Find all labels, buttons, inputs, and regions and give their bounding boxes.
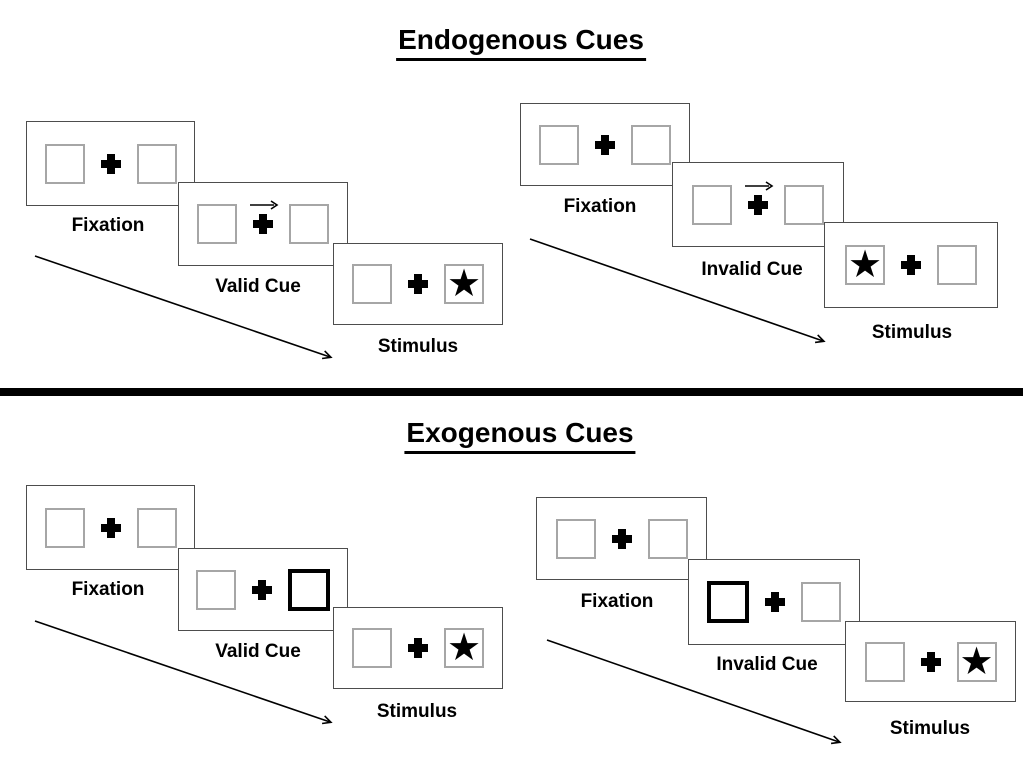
panel-label-stimulus: Stimulus xyxy=(377,336,459,357)
panel-label-stimulus: Stimulus xyxy=(889,718,971,739)
left-box xyxy=(352,264,392,304)
fixation-cross-icon xyxy=(408,638,428,658)
right-box xyxy=(136,143,177,184)
fixation-cross-icon xyxy=(745,180,774,215)
right-box-cue-highlight xyxy=(288,568,330,611)
target-star-icon: ★ xyxy=(446,625,482,669)
right-box xyxy=(631,124,671,165)
section-divider xyxy=(0,388,1023,396)
panel-label-invalid-cue: Invalid Cue xyxy=(716,654,818,675)
left-box-with-target: ★ xyxy=(845,245,885,285)
panel-label-fixation: Fixation xyxy=(580,591,654,612)
fixation-cross-icon xyxy=(901,255,921,275)
fixation-cross-icon xyxy=(611,528,632,549)
target-star-icon: ★ xyxy=(959,638,994,683)
fixation-cross-icon xyxy=(595,134,615,155)
right-box xyxy=(289,204,329,244)
panel-fixation xyxy=(26,485,195,570)
panel-fixation xyxy=(536,497,707,580)
target-star-icon: ★ xyxy=(446,261,482,305)
panel-label-valid-cue: Valid Cue xyxy=(215,641,301,662)
panel-stimulus: ★ xyxy=(824,222,998,308)
right-box xyxy=(937,245,977,285)
panel-invalid-cue xyxy=(672,162,844,247)
sequence-arrow-endogenous-invalid xyxy=(529,238,826,344)
panel-valid-cue xyxy=(178,182,348,266)
target-star-icon: ★ xyxy=(847,242,883,286)
cue-arrow-right-icon xyxy=(745,180,774,191)
panel-stimulus: ★ xyxy=(333,243,503,325)
left-box-cue-highlight xyxy=(707,581,749,623)
left-box xyxy=(555,518,596,559)
fixation-cross-icon xyxy=(252,579,272,600)
panel-label-valid-cue: Valid Cue xyxy=(215,276,301,297)
right-box-with-target: ★ xyxy=(444,264,484,304)
left-box xyxy=(44,507,85,548)
panel-fixation xyxy=(520,103,690,186)
fixation-cross-icon xyxy=(408,274,428,294)
section-title-endogenous: Endogenous Cues xyxy=(396,24,646,61)
right-box xyxy=(784,184,824,225)
panel-label-fixation: Fixation xyxy=(71,579,145,600)
right-box xyxy=(801,582,841,622)
panel-fixation xyxy=(26,121,195,206)
panel-label-fixation: Fixation xyxy=(563,196,637,217)
panel-invalid-cue xyxy=(688,559,860,645)
panel-label-invalid-cue: Invalid Cue xyxy=(701,259,803,280)
fixation-cross-icon xyxy=(100,517,121,538)
left-box xyxy=(44,143,85,184)
fixation-cross-icon xyxy=(100,153,121,174)
right-box xyxy=(136,507,177,548)
right-box xyxy=(647,518,688,559)
sequence-arrow-exogenous-invalid xyxy=(546,639,842,745)
sequence-arrow-exogenous-valid xyxy=(34,620,333,725)
section-title-exogenous: Exogenous Cues xyxy=(404,417,636,454)
cue-arrow-right-icon xyxy=(250,200,279,210)
panel-stimulus: ★ xyxy=(333,607,503,689)
fixation-cross-icon xyxy=(250,200,279,234)
left-box xyxy=(864,641,905,682)
left-box xyxy=(539,124,579,165)
panel-stimulus: ★ xyxy=(845,621,1016,702)
right-box-with-target: ★ xyxy=(956,638,997,683)
left-box xyxy=(196,569,236,610)
fixation-cross-icon xyxy=(920,651,941,672)
panel-label-stimulus: Stimulus xyxy=(871,322,953,343)
left-box xyxy=(352,628,392,668)
panel-valid-cue xyxy=(178,548,348,631)
sequence-arrow-endogenous-valid xyxy=(34,255,333,360)
right-box-with-target: ★ xyxy=(444,628,484,668)
left-box xyxy=(197,204,237,244)
panel-label-fixation: Fixation xyxy=(71,215,145,236)
left-box xyxy=(692,184,732,225)
fixation-cross-icon xyxy=(765,592,785,612)
panel-label-stimulus: Stimulus xyxy=(376,701,458,722)
